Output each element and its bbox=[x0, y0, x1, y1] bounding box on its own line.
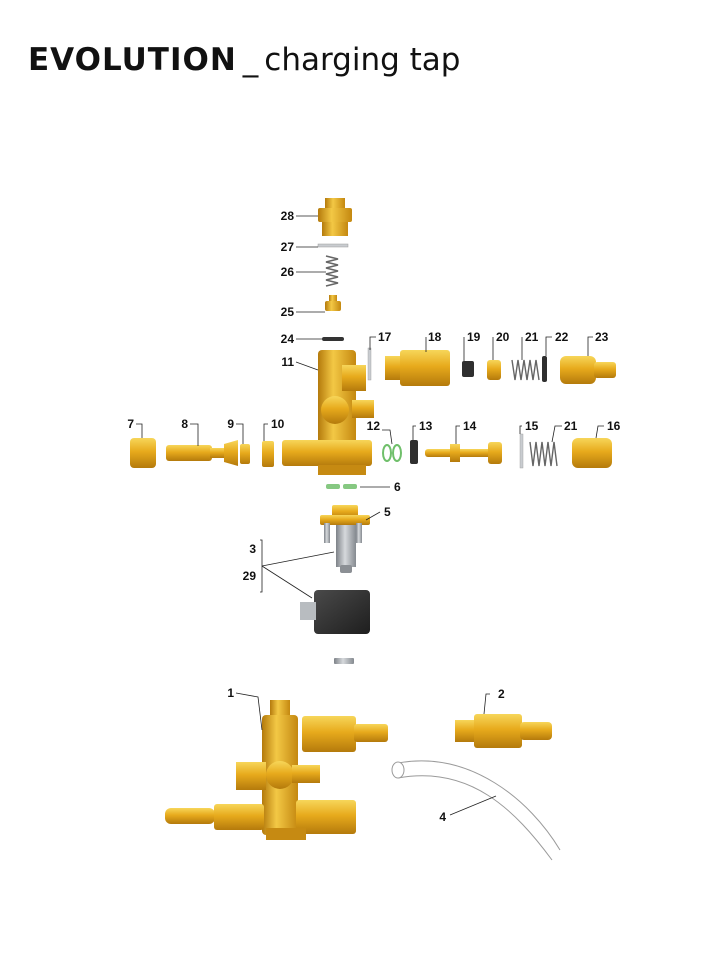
label-24: 24 bbox=[281, 332, 295, 346]
label-1: 1 bbox=[227, 686, 234, 700]
label-21: 21 bbox=[525, 330, 539, 344]
leader-lines bbox=[136, 215, 604, 816]
part-8-stem bbox=[166, 440, 238, 466]
part-5-armature bbox=[320, 505, 370, 543]
part-28-nut bbox=[318, 198, 352, 236]
label-19: 19 bbox=[467, 330, 481, 344]
label-17: 17 bbox=[378, 330, 392, 344]
label-8: 8 bbox=[181, 417, 188, 431]
part-13-seal bbox=[410, 440, 418, 464]
label-21b: 21 bbox=[564, 419, 578, 433]
part-27-washer bbox=[317, 243, 349, 248]
part-15-clip bbox=[519, 433, 524, 469]
label-9: 9 bbox=[227, 417, 234, 431]
label-4: 4 bbox=[439, 810, 446, 824]
label-27: 27 bbox=[281, 240, 295, 254]
label-7: 7 bbox=[127, 417, 134, 431]
label-11: 11 bbox=[281, 355, 294, 369]
part-12-oring-pair bbox=[382, 444, 402, 462]
part-labels: 28 27 26 25 24 17 18 19 20 21 22 23 11 7… bbox=[127, 209, 620, 824]
part-18-nut bbox=[385, 350, 450, 386]
label-3: 3 bbox=[249, 542, 256, 556]
page-title: EVOLUTION_charging tap bbox=[28, 40, 460, 80]
label-10: 10 bbox=[271, 417, 285, 431]
label-25: 25 bbox=[281, 305, 295, 319]
label-29: 29 bbox=[243, 569, 257, 583]
title-subtitle: charging tap bbox=[264, 42, 461, 78]
part-1-assembled-tap bbox=[165, 700, 388, 840]
part-11-tap-body bbox=[282, 350, 374, 475]
part-6-orings bbox=[326, 484, 357, 489]
part-26-spring bbox=[325, 255, 339, 287]
part-10-ring bbox=[262, 441, 274, 467]
part-3-tube bbox=[336, 525, 356, 573]
label-13: 13 bbox=[419, 419, 433, 433]
label-26: 26 bbox=[281, 265, 295, 279]
label-6: 6 bbox=[394, 480, 401, 494]
part-2-connector bbox=[455, 714, 552, 748]
part-17-clip bbox=[367, 347, 372, 381]
part-9-washer bbox=[240, 444, 250, 464]
label-23: 23 bbox=[595, 330, 609, 344]
label-28: 28 bbox=[281, 209, 295, 223]
title-brand: EVOLUTION bbox=[28, 42, 237, 78]
label-2: 2 bbox=[498, 687, 505, 701]
part-19-seal bbox=[462, 361, 474, 377]
part-16-connector bbox=[572, 438, 612, 468]
part-25-pin bbox=[325, 295, 341, 311]
part-20-cap bbox=[487, 360, 501, 380]
label-12: 12 bbox=[367, 419, 381, 433]
label-15: 15 bbox=[525, 419, 539, 433]
part-22-oring bbox=[542, 356, 547, 382]
label-18: 18 bbox=[428, 330, 442, 344]
label-5: 5 bbox=[384, 505, 391, 519]
part-4-hose bbox=[391, 760, 561, 861]
part-small-pin bbox=[334, 658, 354, 664]
label-14: 14 bbox=[463, 419, 477, 433]
label-16: 16 bbox=[607, 419, 621, 433]
title-separator: _ bbox=[242, 42, 259, 78]
part-21-spring bbox=[511, 359, 540, 381]
part-14-shaft bbox=[425, 442, 502, 464]
label-20: 20 bbox=[496, 330, 510, 344]
label-22: 22 bbox=[555, 330, 569, 344]
part-23-connector bbox=[560, 356, 616, 384]
part-24-oring bbox=[322, 337, 344, 341]
part-29-coil bbox=[300, 590, 370, 634]
part-7-cap-nut bbox=[130, 438, 156, 468]
part-21b-spring bbox=[529, 441, 558, 467]
